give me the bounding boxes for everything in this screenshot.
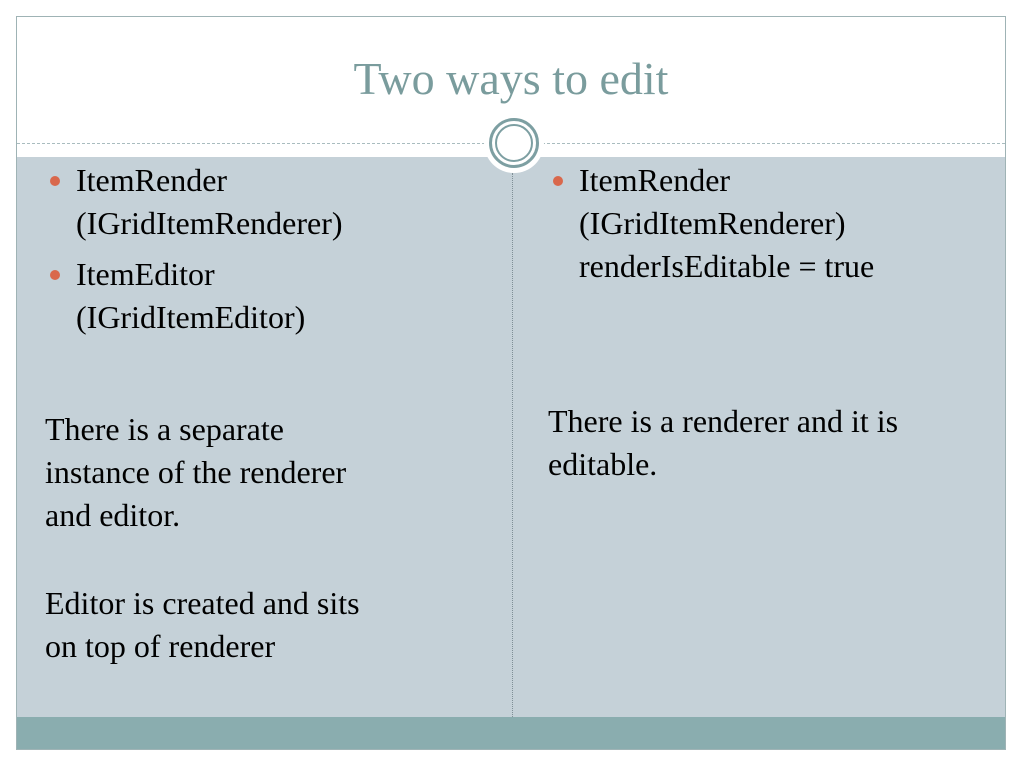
bullet-icon	[50, 270, 60, 280]
bullet-item: ItemRender (IGridItemRenderer) renderIsE…	[548, 159, 993, 288]
paragraph-line: on top of renderer	[45, 628, 276, 664]
left-column: ItemRender (IGridItemRenderer) ItemEdito…	[45, 159, 485, 668]
right-column: ItemRender (IGridItemRenderer) renderIsE…	[548, 159, 993, 486]
bullet-line: (IGridItemEditor)	[76, 299, 306, 335]
footer-band	[17, 717, 1005, 749]
paragraph: Editor is created and sits on top of ren…	[45, 582, 485, 668]
paragraph-line: editable.	[548, 446, 658, 482]
paragraph: There is a renderer and it is editable.	[548, 400, 993, 486]
paragraph-line: Editor is created and sits	[45, 585, 360, 621]
paragraph-line: There is a renderer and it is	[548, 403, 899, 439]
bullet-line: ItemRender	[579, 162, 731, 198]
slide: Two ways to edit ItemRender (IGridItemRe…	[16, 16, 1006, 750]
bullet-item: ItemEditor (IGridItemEditor)	[45, 253, 485, 339]
content-area	[17, 157, 1005, 717]
bullet-line: ItemRender	[76, 162, 228, 198]
bullet-line: (IGridItemRenderer)	[579, 205, 846, 241]
bullet-line: renderIsEditable = true	[579, 248, 875, 284]
inner-circle-icon	[495, 124, 533, 162]
column-divider	[512, 173, 513, 717]
paragraph-line: instance of the renderer	[45, 454, 347, 490]
bullet-line: ItemEditor	[76, 256, 215, 292]
bullet-icon	[553, 176, 563, 186]
bullet-icon	[50, 176, 60, 186]
bullet-item: ItemRender (IGridItemRenderer)	[45, 159, 485, 245]
paragraph: There is a separate instance of the rend…	[45, 408, 485, 537]
paragraph-line: and editor.	[45, 497, 181, 533]
bullet-line: (IGridItemRenderer)	[76, 205, 343, 241]
slide-title: Two ways to edit	[353, 53, 669, 104]
paragraph-line: There is a separate	[45, 411, 284, 447]
